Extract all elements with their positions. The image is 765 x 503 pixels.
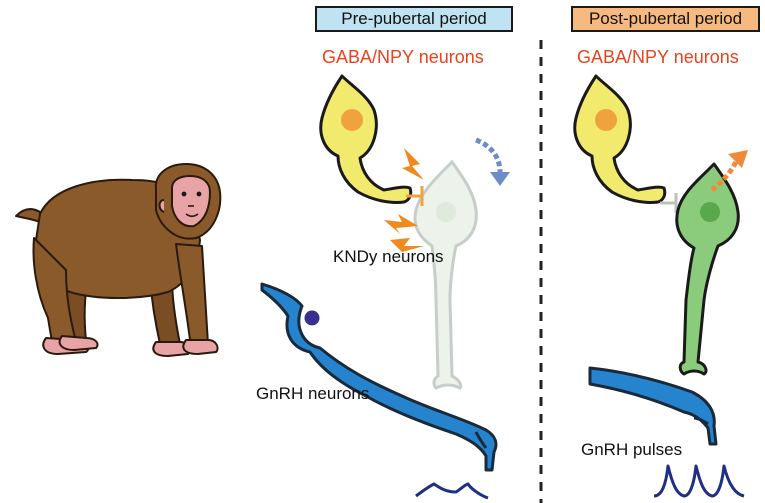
pre-pubertal-period-label: Pre-pubertal period — [315, 6, 513, 32]
gaba-npy-label: GABA/NPY neurons — [577, 47, 739, 67]
curved-arrow-up-icon — [710, 150, 748, 192]
gnrh-pulse-trace-low — [415, 482, 489, 500]
gnrh-pulses-label: GnRH pulses — [581, 440, 683, 459]
gnrh-neuron — [260, 282, 498, 472]
kndy-neuron-inactive — [413, 159, 478, 390]
gaba-npy-neuron — [573, 74, 667, 204]
gnrh-neurons-label: GnRH neurons — [256, 384, 370, 403]
gnrh-neuron — [588, 366, 718, 446]
kndy-neuron-active — [675, 162, 740, 376]
kndy-neurons-label: KNDy neurons — [333, 247, 444, 266]
post-pubertal-period-label: Post-pubertal period — [571, 6, 760, 32]
curved-arrow-down-icon — [475, 137, 510, 186]
gaba-npy-label: GABA/NPY neurons — [322, 47, 484, 67]
gaba-npy-neuron — [319, 74, 413, 204]
lightning-bolt-icon — [384, 148, 424, 258]
inhibition-connector — [406, 186, 424, 206]
inhibition-connector — [660, 193, 678, 213]
rhesus-monkey-illustration — [15, 163, 222, 357]
gnrh-pulse-trace-high — [653, 464, 745, 498]
